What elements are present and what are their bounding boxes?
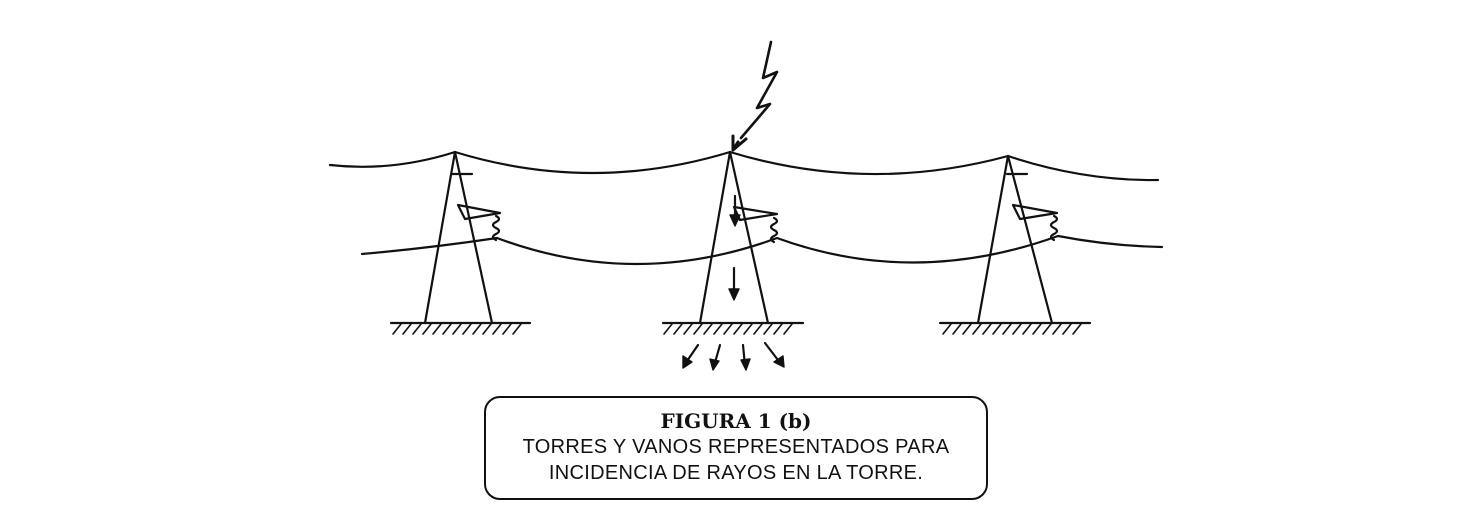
ground-hatch-icon-1 [392,323,522,335]
phase-conductor [360,234,1164,266]
lightning-bolt-icon [731,40,779,152]
tower-1 [389,150,532,335]
insulator-coil-icon-1 [491,214,501,242]
ground-hatch-icon-2 [663,323,793,335]
figure-caption-line-2: INCIDENCIA DE RAYOS EN LA TORRE. [548,462,924,484]
figure-caption-box: FIGURA 1 (b) TORRES Y VANOS REPRESENTADO… [484,396,988,500]
figure-caption-title: FIGURA 1 (b) [660,409,812,433]
ground-hatch-icon-3 [942,323,1082,335]
insulator-coil-icon-2 [769,216,779,244]
tower-2 [661,150,805,335]
ground-current-arrows [682,341,785,371]
tower-3 [938,154,1092,335]
current-arrow-icon [728,194,741,301]
figure-caption-line-1: TORRES Y VANOS REPRESENTADOS PARA [522,436,950,458]
insulator-coil-icon-3 [1049,214,1059,242]
